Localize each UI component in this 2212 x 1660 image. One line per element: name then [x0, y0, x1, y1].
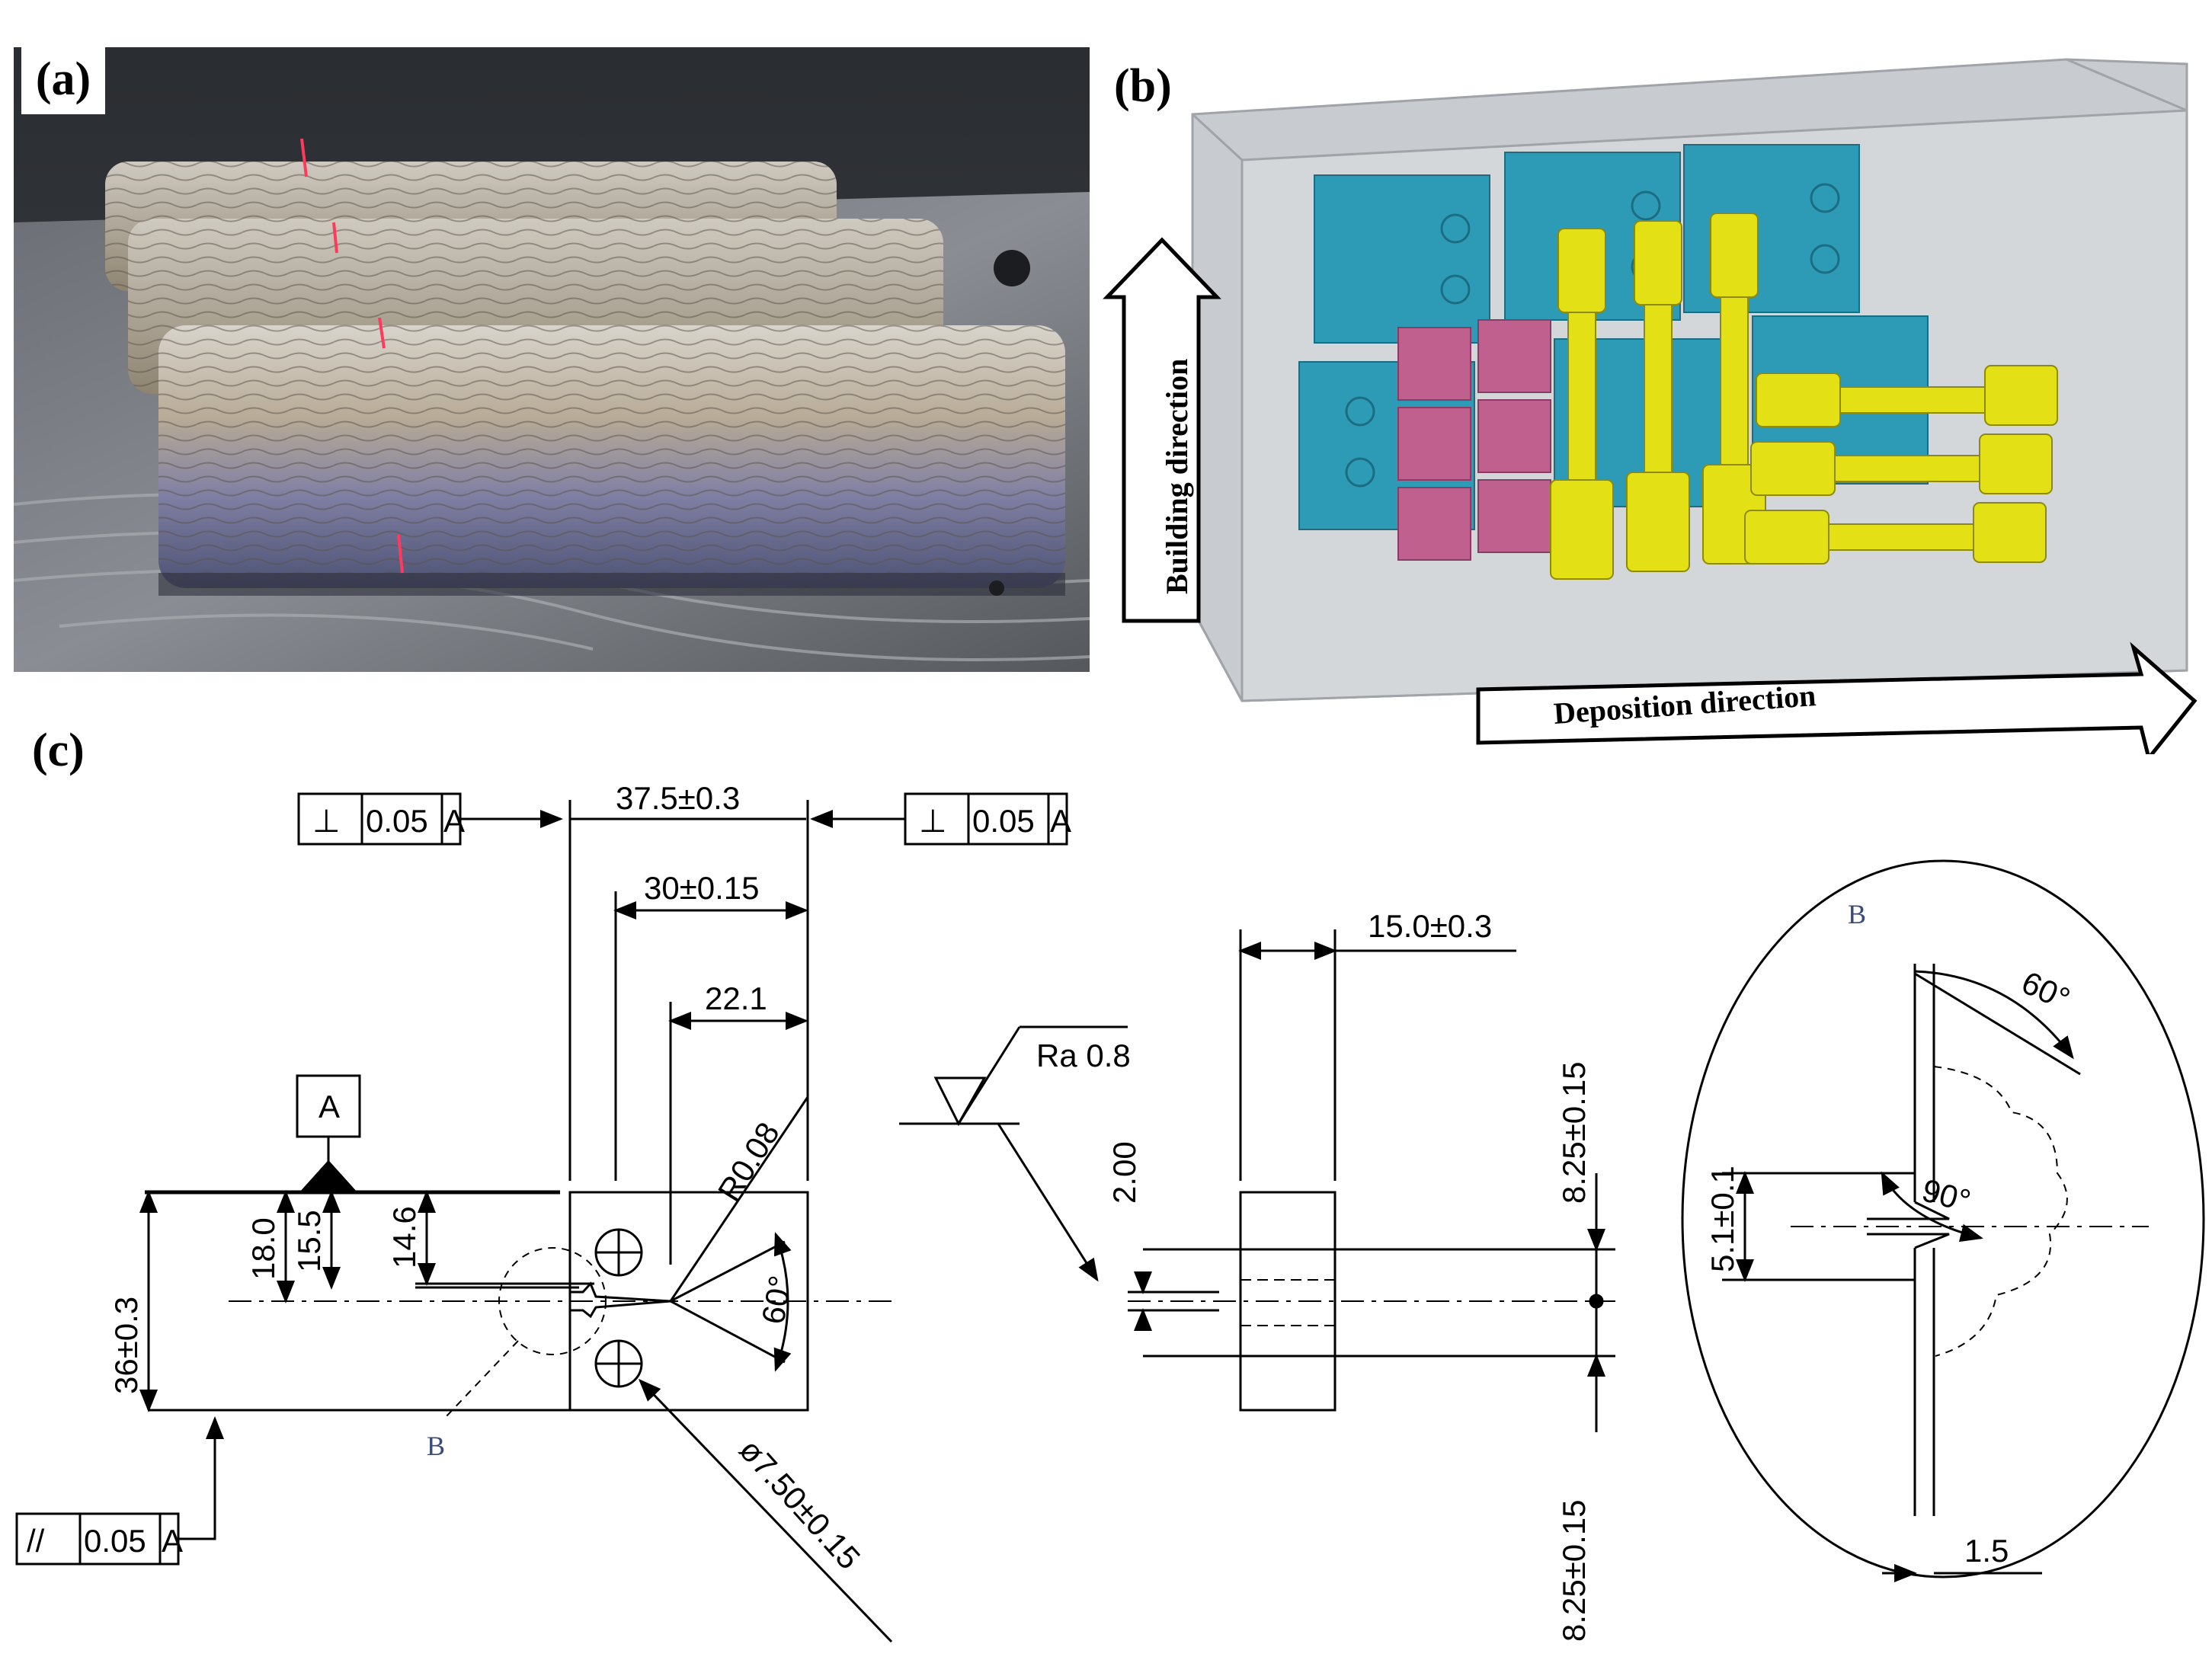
tensile-specimens-vertical — [1550, 213, 1766, 580]
fcf-bottom-datum: A — [162, 1523, 183, 1559]
dim-8-25-top-text: 8.25±0.15 — [1556, 1061, 1592, 1204]
datum-a — [296, 1074, 361, 1194]
panel-c-drawing: ⊥ 0.05 A ⊥ 0.05 A // 0.05 A A 37.5±0.3 3… — [15, 780, 2205, 1643]
deposition-direction-arrow — [1476, 641, 2198, 754]
fcf-left — [297, 792, 563, 846]
panel-a-label: (a) — [21, 44, 105, 114]
panel-b-label: (b) — [1114, 60, 1172, 112]
dim-15-5-text: 15.5 — [291, 1210, 327, 1272]
dim-angle-text: 60° — [755, 1273, 799, 1327]
fcf-right-symbol: ⊥ — [919, 803, 947, 839]
dim-14-6-text: 14.6 — [386, 1206, 422, 1268]
dim-thickness-text: 15.0±0.3 — [1368, 908, 1492, 944]
detail-dim-1-5-text: 1.5 — [1964, 1533, 2009, 1569]
fcf-right-tolerance: 0.05 — [972, 803, 1035, 839]
roughness-text: Ra 0.8 — [1036, 1038, 1131, 1073]
fcf-bottom-symbol: // — [27, 1523, 45, 1559]
dim-22-text: 22.1 — [705, 980, 767, 1016]
dim-width-text: 37.5±0.3 — [616, 780, 740, 816]
panel-c-label: (c) — [32, 724, 85, 776]
detail-angle-90-text: 90° — [1919, 1172, 1975, 1219]
building-direction-arrow — [1103, 237, 1221, 623]
surface-roughness-symbol — [899, 1025, 1128, 1282]
panel-b-model: Building direction Deposition direction — [1103, 58, 2198, 754]
dim-18-text: 18.0 — [245, 1217, 281, 1280]
fcf-right-datum: A — [1050, 803, 1071, 839]
notch — [570, 1281, 671, 1319]
laser-marks — [300, 138, 404, 574]
detail-b-label: B — [1848, 899, 1866, 929]
dim-30-text: 30±0.15 — [644, 870, 760, 906]
datum-a-label: A — [319, 1089, 340, 1124]
cube-specimens — [1397, 319, 1551, 561]
detail-ref-text: B — [427, 1431, 445, 1461]
fcf-left-tolerance: 0.05 — [366, 803, 428, 839]
building-direction-label: Building direction — [1160, 359, 1194, 594]
specimen-side-view — [1239, 1191, 1336, 1412]
plate-holes — [989, 250, 1030, 596]
deposited-wall-front — [158, 325, 1065, 596]
tensile-specimens-horizontal — [1744, 365, 2058, 565]
dim-2-text: 2.00 — [1106, 1141, 1142, 1204]
panel-a-photo — [14, 47, 1090, 672]
block-1 — [1314, 174, 1490, 344]
dim-height-text: 36±0.3 — [108, 1297, 144, 1394]
detail-b-geometry — [1722, 964, 2149, 1582]
fcf-bottom-tolerance: 0.05 — [84, 1523, 146, 1559]
detail-b-ellipse — [1681, 859, 2205, 1578]
dim-8-25-bottom-text: 8.25±0.15 — [1556, 1499, 1592, 1642]
detail-dim-5-1-text: 5.1±0.1 — [1705, 1166, 1740, 1272]
dim-hole-text: ø7.50±0.15 — [732, 1432, 867, 1576]
dim-radius-text: R0.08 — [711, 1116, 786, 1207]
fcf-left-symbol: ⊥ — [312, 803, 341, 839]
fcf-left-datum: A — [443, 803, 465, 839]
fcf-right — [810, 792, 1068, 846]
fcf-bottom — [15, 1416, 224, 1566]
